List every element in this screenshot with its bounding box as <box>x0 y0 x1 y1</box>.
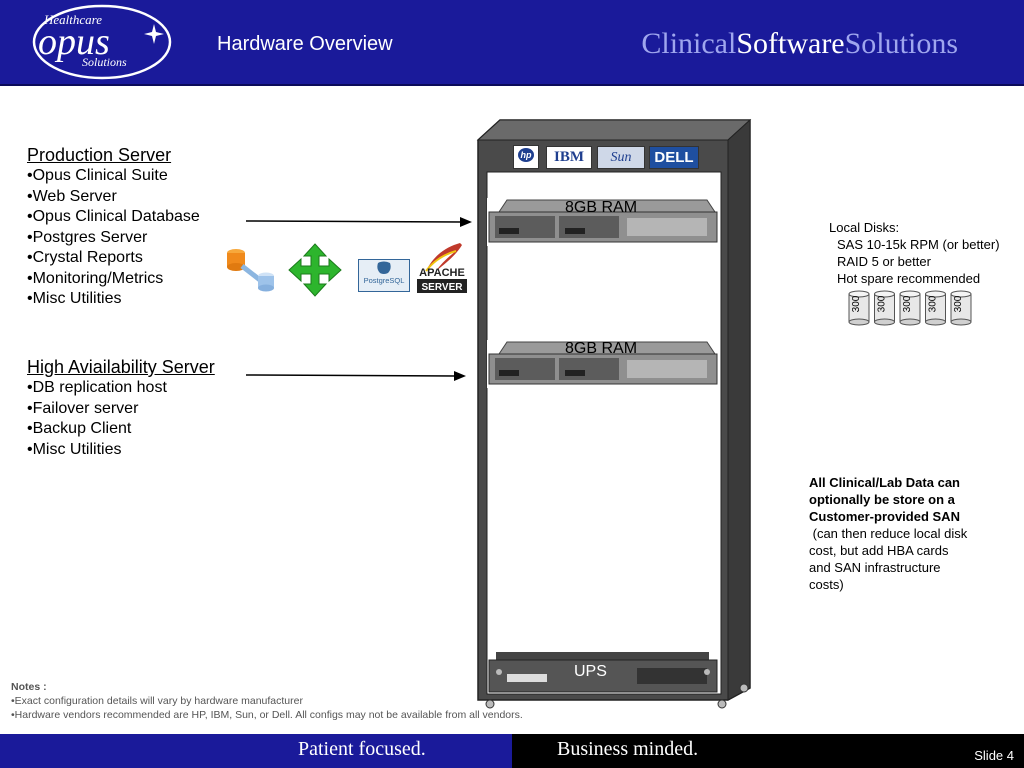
san-note: All Clinical/Lab Data can optionally be … <box>809 474 999 593</box>
svg-text:APACHE: APACHE <box>419 267 465 279</box>
hp-logo: hp <box>513 145 539 169</box>
san-line: costs) <box>809 577 844 592</box>
apache-server-logo: APACHE SERVER <box>417 243 467 293</box>
ups-label: UPS <box>574 663 607 680</box>
svg-text:opus: opus <box>38 21 110 63</box>
prod-item: •Monitoring/Metrics <box>27 269 164 287</box>
disk-info-line: RAID 5 or better <box>837 254 931 269</box>
prod-item: •Opus Clinical Database <box>27 208 200 225</box>
disk-label: 300 <box>851 295 862 312</box>
arrow-to-server1 <box>245 217 472 227</box>
svg-text:SERVER: SERVER <box>422 282 464 293</box>
prod-item: •Web Server <box>27 187 117 205</box>
local-disks-info: Local Disks: SAS 10-15k RPM (or better) … <box>829 219 1000 287</box>
disk-label: 300 <box>928 295 939 312</box>
prod-item: •Postgres Server <box>27 228 148 246</box>
prod-item: •Crystal Reports <box>27 249 143 266</box>
opus-logo: Healthcare opus Solutions <box>32 4 172 80</box>
disk-icons-svg: 300 300 300 300 300 <box>848 290 972 326</box>
footer-business-minded: Business minded. <box>557 738 699 760</box>
arrow-to-server2 <box>245 371 466 381</box>
footer-patient-focused: Patient focused. <box>298 738 426 760</box>
svg-text:Solutions: Solutions <box>82 55 127 69</box>
disk-icon: 300 <box>874 290 895 326</box>
san-line: cost, but add HBA cards <box>809 543 949 558</box>
disk-icon: 300 <box>950 290 972 326</box>
brand-text: ClinicalSoftwareSolutions <box>641 27 958 61</box>
brand-software: Software <box>736 27 845 60</box>
svg-text:PostgreSQL: PostgreSQL <box>364 276 405 285</box>
footer-right-bar <box>512 734 1024 768</box>
notes-line: •Exact configuration details will vary b… <box>11 695 303 707</box>
server-1-ram-label: 8GB RAM <box>565 199 638 216</box>
prod-item: •Misc Utilities <box>27 290 122 307</box>
ha-item: •Backup Client <box>27 420 132 437</box>
brand-solutions: Solutions <box>844 27 958 60</box>
disk-info-line: Hot spare recommended <box>837 271 981 286</box>
footer-left-bar <box>0 734 512 768</box>
disk-icon: 300 <box>899 290 921 326</box>
notes-heading: Notes : <box>11 681 47 693</box>
postgresql-logo: PostgreSQL <box>358 259 410 292</box>
notes-line: •Hardware vendors recommended are HP, IB… <box>11 709 523 721</box>
san-bold-line: All Clinical/Lab Data can <box>809 475 960 490</box>
failover-arrows-icon <box>288 243 342 297</box>
san-bold-line: Customer-provided SAN <box>809 509 960 524</box>
hp-logo-text: hp <box>518 148 534 162</box>
production-server-block: Production Server •Opus Clinical Suite •… <box>27 144 200 310</box>
slide-title: Hardware Overview <box>217 33 393 55</box>
server-2-ram-label: 8GB RAM <box>565 340 638 357</box>
database-replication-icon <box>227 249 274 292</box>
disk-icons-row: 300 300 300 300 300 <box>847 290 977 326</box>
ha-item: •DB replication host <box>27 379 167 396</box>
disk-label: 300 <box>877 295 888 312</box>
brand-clinical: Clinical <box>641 27 737 60</box>
san-bold-line: optionally be store on a <box>809 492 955 507</box>
server-2-unit <box>487 340 719 388</box>
san-line: and SAN infrastructure <box>809 560 941 575</box>
ha-item: •Failover server <box>27 399 139 417</box>
server-1-unit <box>487 198 719 246</box>
ibm-logo: IBM <box>546 146 592 169</box>
prod-item: •Opus Clinical Suite <box>27 167 168 184</box>
disk-label: 300 <box>953 295 964 312</box>
ha-heading: High Aviailability Server <box>27 357 215 377</box>
svg-text:Healthcare: Healthcare <box>43 12 102 27</box>
production-heading: Production Server <box>27 145 172 165</box>
disk-icon: 300 <box>848 290 870 326</box>
notes-block: Notes : •Exact configuration details wil… <box>11 680 523 722</box>
san-line: (can then reduce local disk <box>809 526 968 541</box>
sun-logo: Sun <box>597 146 645 169</box>
disk-label: 300 <box>902 295 913 312</box>
disk-info-line: SAS 10-15k RPM (or better) <box>837 237 1000 252</box>
disk-icon: 300 <box>925 290 946 326</box>
ha-server-block: High Aviailability Server •DB replicatio… <box>27 356 215 460</box>
slide-number: Slide 4 <box>974 748 1014 763</box>
ups-unit <box>488 652 718 693</box>
dell-logo: DELL <box>649 146 699 169</box>
ha-item: •Misc Utilities <box>27 440 122 458</box>
header-bar: Healthcare opus Solutions Hardware Overv… <box>0 0 1024 86</box>
local-disks-title: Local Disks: <box>829 220 900 235</box>
